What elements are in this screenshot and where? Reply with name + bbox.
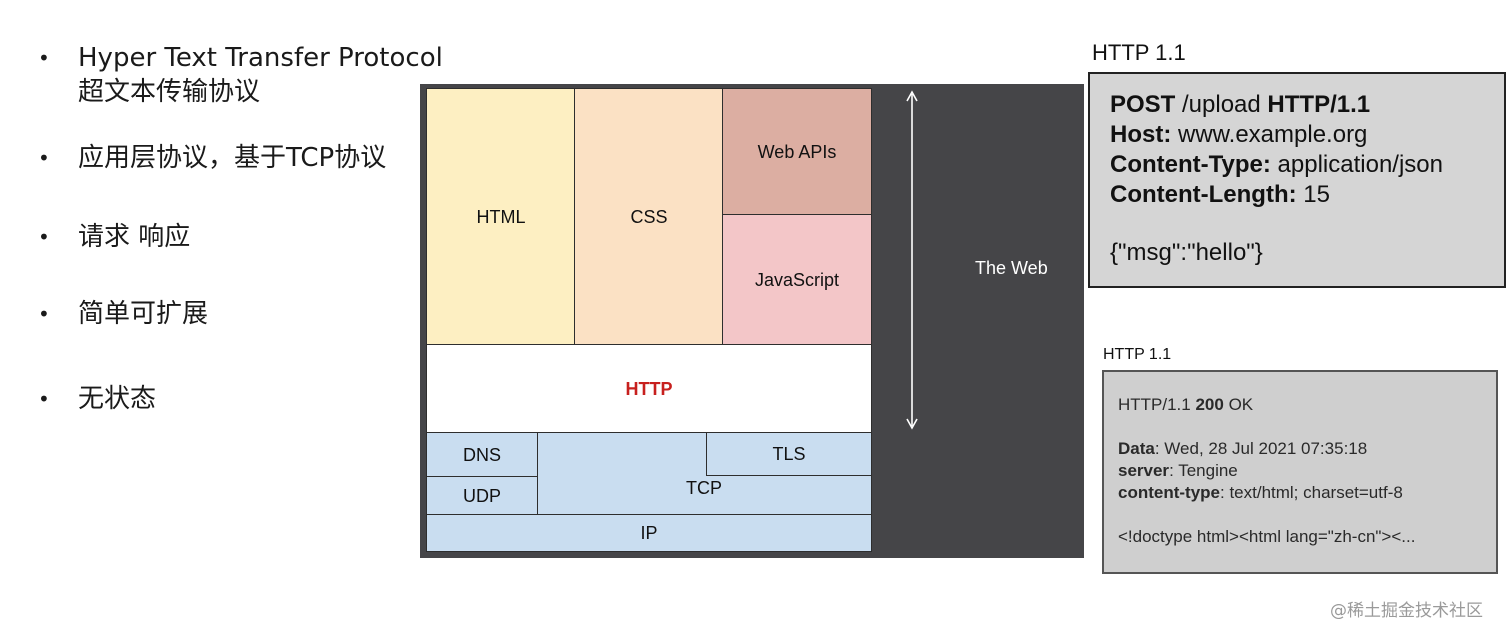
bullet-text: 无状态 bbox=[78, 384, 157, 414]
double-arrow-icon bbox=[906, 90, 918, 430]
udp-layer: UDP bbox=[426, 476, 538, 516]
ip-label: IP bbox=[640, 522, 658, 543]
bullet-dot: • bbox=[38, 46, 50, 70]
response-title: HTTP 1.1 bbox=[1103, 346, 1172, 363]
bullet-text: 请求 响应 bbox=[78, 222, 191, 252]
http-layer: HTTP bbox=[426, 344, 872, 434]
data-value: : Wed, 28 Jul 2021 07:35:18 bbox=[1154, 439, 1368, 458]
host-key: Host: bbox=[1110, 121, 1172, 148]
bullet-dot: • bbox=[38, 302, 50, 326]
request-line: POST /upload HTTP/1.1 bbox=[1110, 90, 1504, 120]
server-key: server bbox=[1118, 461, 1170, 480]
request-method: POST bbox=[1110, 91, 1176, 118]
content-type-key: Content-Type: bbox=[1110, 151, 1271, 178]
status-text: OK bbox=[1223, 395, 1254, 414]
javascript-label: JavaScript bbox=[754, 269, 840, 290]
status-prefix: HTTP/1.1 bbox=[1118, 395, 1196, 414]
tls-label: TLS bbox=[772, 443, 806, 464]
bullet-dot: • bbox=[38, 146, 50, 170]
content-length-value: 15 bbox=[1296, 181, 1330, 208]
request-body: {"msg":"hello"} bbox=[1110, 239, 1263, 266]
web-apis-label: Web APIs bbox=[757, 141, 837, 162]
the-web-label: The Web bbox=[975, 258, 1048, 278]
http-label: HTTP bbox=[625, 378, 673, 399]
content-type-header: Content-Type: application/json bbox=[1110, 150, 1504, 180]
bullet-text: 简单可扩展 bbox=[78, 299, 209, 329]
request-path: /upload bbox=[1175, 91, 1268, 118]
content-type-value: : text/html; charset=utf-8 bbox=[1220, 483, 1403, 502]
http-response-card: HTTP/1.1 200 OK Data: Wed, 28 Jul 2021 0… bbox=[1102, 370, 1498, 574]
server-value: : Tengine bbox=[1169, 461, 1238, 480]
host-header: Host: www.example.org bbox=[1110, 120, 1504, 150]
ip-layer: IP bbox=[426, 514, 872, 552]
server-header: server: Tengine bbox=[1118, 460, 1496, 482]
bullet-dot: • bbox=[38, 387, 50, 411]
response-body: <!doctype html><html lang="zh-cn"><... bbox=[1118, 527, 1416, 546]
html-label: HTML bbox=[476, 206, 526, 227]
request-title: HTTP 1.1 bbox=[1092, 40, 1186, 65]
html-layer: HTML bbox=[426, 88, 576, 346]
request-version: HTTP/1.1 bbox=[1267, 91, 1371, 118]
tcp-label: TCP bbox=[686, 478, 722, 498]
css-label: CSS bbox=[630, 206, 668, 227]
content-type-header: content-type: text/html; charset=utf-8 bbox=[1118, 482, 1496, 504]
dns-label: DNS bbox=[462, 444, 501, 465]
bullet-text: Hyper Text Transfer Protocol bbox=[78, 43, 443, 73]
bullet-dot: • bbox=[38, 225, 50, 249]
dns-layer: DNS bbox=[426, 432, 538, 478]
data-header: Data: Wed, 28 Jul 2021 07:35:18 bbox=[1118, 438, 1496, 460]
content-length-key: Content-Length: bbox=[1110, 181, 1297, 208]
content-length-header: Content-Length: 15 bbox=[1110, 180, 1504, 210]
status-line: HTTP/1.1 200 OK bbox=[1118, 394, 1496, 416]
http-request-card: POST /upload HTTP/1.1 Host: www.example.… bbox=[1088, 72, 1506, 288]
data-key: Data bbox=[1118, 439, 1155, 458]
host-value: www.example.org bbox=[1171, 121, 1368, 148]
udp-label: UDP bbox=[462, 485, 501, 506]
bullet-subtext: 超文本传输协议 bbox=[78, 77, 261, 107]
css-layer: CSS bbox=[574, 88, 724, 346]
content-type-key: content-type bbox=[1118, 483, 1220, 502]
bullet-text: 应用层协议，基于TCP协议 bbox=[78, 143, 387, 173]
tls-layer: TLS bbox=[706, 432, 872, 476]
status-code: 200 bbox=[1195, 395, 1224, 414]
javascript-layer: JavaScript bbox=[722, 214, 872, 346]
content-type-value: application/json bbox=[1270, 151, 1443, 178]
web-apis-layer: Web APIs bbox=[722, 88, 872, 216]
watermark: @稀土掘金技术社区 bbox=[1330, 601, 1483, 621]
